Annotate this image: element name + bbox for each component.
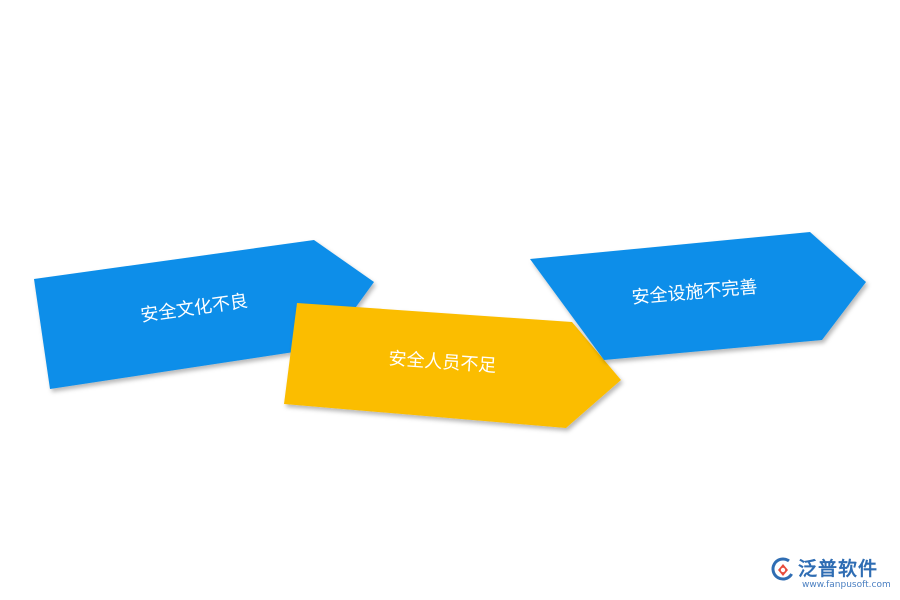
brand-mark-icon <box>771 557 795 581</box>
arrow-shape-2: 安全人员不足 <box>284 303 621 428</box>
brand-logo: 泛普软件 www.fanpusoft.com <box>768 552 896 596</box>
brand-name: 泛普软件 <box>798 558 879 580</box>
arrow-shape-1: 安全文化不良 <box>34 240 374 389</box>
brand-url: www.fanpusoft.com <box>802 580 891 590</box>
arrow-shape-3: 安全设施不完善 <box>530 232 866 360</box>
